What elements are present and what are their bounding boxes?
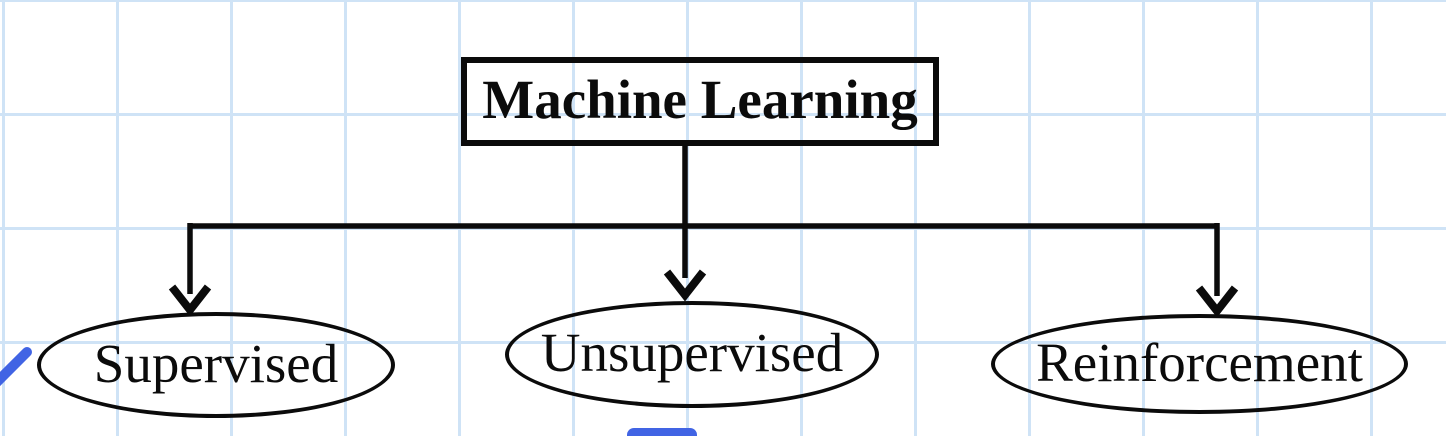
arrowhead-down-icon — [663, 269, 707, 302]
blue-pen-stroke-icon — [0, 347, 32, 387]
node-supervised-label: Supervised — [93, 332, 339, 394]
node-machine-learning[interactable]: Machine Learning — [461, 57, 939, 146]
arrowhead-down-icon — [1195, 285, 1239, 318]
node-unsupervised[interactable]: Unsupervised — [505, 301, 879, 408]
node-reinforcement-label: Reinforcement — [1036, 331, 1363, 393]
arrowhead-down-icon — [168, 284, 212, 317]
node-supervised[interactable]: Supervised — [37, 312, 395, 418]
blue-pen-bar-icon — [627, 428, 697, 436]
node-machine-learning-label: Machine Learning — [482, 69, 918, 130]
node-reinforcement[interactable]: Reinforcement — [991, 314, 1408, 414]
node-unsupervised-label: Unsupervised — [540, 322, 844, 383]
